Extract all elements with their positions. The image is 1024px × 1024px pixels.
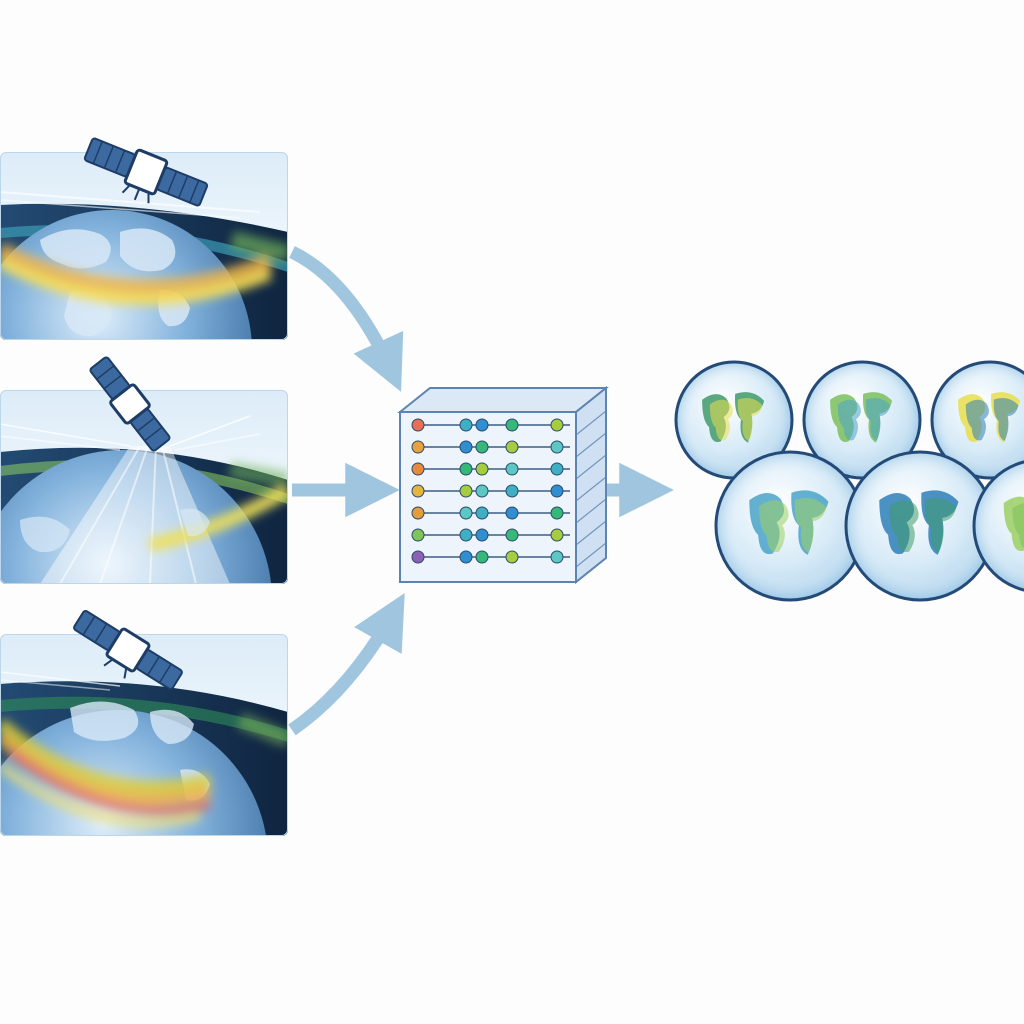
matrix-row-node	[411, 462, 425, 476]
matrix-node	[459, 528, 473, 542]
matrix-node	[475, 550, 489, 564]
matrix-node	[550, 550, 564, 564]
satellite-icon	[89, 356, 171, 452]
matrix-row-node	[411, 550, 425, 564]
globe-icon	[844, 450, 996, 602]
globe-icon	[714, 450, 866, 602]
globe-icon	[930, 360, 1024, 480]
globe-icon	[802, 360, 922, 480]
matrix-node	[459, 418, 473, 432]
matrix-node	[475, 440, 489, 454]
matrix-node	[505, 440, 519, 454]
matrix-node	[550, 462, 564, 476]
matrix-node	[505, 550, 519, 564]
matrix-node	[505, 484, 519, 498]
output-globes	[674, 360, 1024, 602]
matrix-node	[550, 528, 564, 542]
matrix-node	[505, 528, 519, 542]
satellite-scene-2	[0, 356, 288, 584]
matrix-row-node	[411, 528, 425, 542]
satellite-icon	[83, 137, 209, 207]
satellite-scene-1	[0, 137, 288, 340]
matrix-node	[475, 528, 489, 542]
cube-side-line	[575, 542, 607, 568]
cube-side-line	[575, 454, 607, 480]
cube-side-line	[575, 432, 607, 458]
matrix-node	[550, 506, 564, 520]
matrix-node	[459, 440, 473, 454]
matrix-node	[550, 484, 564, 498]
cube-side-line	[575, 498, 607, 524]
matrix-node	[550, 418, 564, 432]
matrix-node	[475, 506, 489, 520]
matrix-node	[459, 550, 473, 564]
matrix-node	[505, 418, 519, 432]
cube-side-line	[575, 410, 607, 436]
data-cube-icon	[397, 385, 609, 585]
matrix-node	[475, 484, 489, 498]
matrix-row-node	[411, 484, 425, 498]
globe-icon	[972, 460, 1024, 592]
arrow-scene-3-to-processor	[288, 592, 405, 736]
matrix-node	[475, 418, 489, 432]
matrix-node	[550, 440, 564, 454]
matrix-row-node	[411, 440, 425, 454]
matrix-node	[505, 462, 519, 476]
matrix-row-node	[411, 506, 425, 520]
matrix-node	[459, 462, 473, 476]
feature-matrix	[411, 418, 570, 564]
globe-icon	[674, 360, 794, 480]
matrix-node	[505, 506, 519, 520]
matrix-node	[459, 484, 473, 498]
arrow-scene-1-to-processor	[289, 246, 404, 392]
matrix-node	[475, 462, 489, 476]
matrix-node	[459, 506, 473, 520]
cube-side-line	[575, 476, 607, 502]
satellite-icon	[73, 610, 183, 690]
cube-side-line	[575, 520, 607, 546]
satellite-scene-3	[0, 610, 288, 836]
matrix-row-node	[411, 418, 425, 432]
